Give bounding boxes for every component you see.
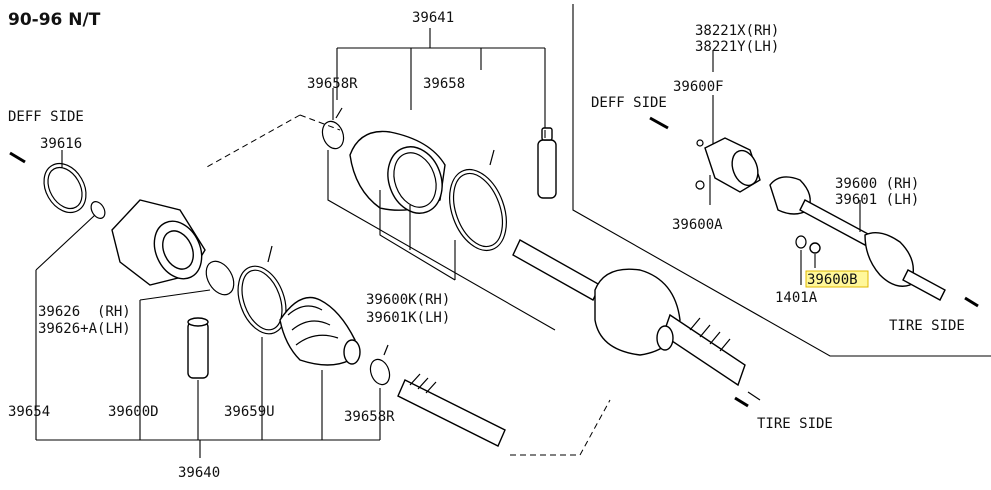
- washer-1401A: [795, 235, 807, 249]
- label-39641: 39641: [412, 10, 454, 26]
- label-39600-rh: 39600 (RH): [835, 176, 919, 192]
- label-39658-top: 39658: [423, 76, 465, 92]
- band-39658: [449, 149, 507, 252]
- label-39640: 39640: [178, 465, 220, 481]
- inset-boundary: [572, 4, 991, 357]
- label-39626-lh: 39626+A(LH): [38, 321, 131, 337]
- boot-upper: [349, 130, 446, 214]
- highlight-39600B: [805, 270, 869, 288]
- arrow-tire-mid-icon: [734, 396, 749, 408]
- label-39600D: 39600D: [108, 404, 159, 420]
- arrow-tire-right-icon: [964, 296, 979, 308]
- arrow-deff-right-icon: [649, 116, 669, 130]
- sleeve-39600D: [187, 317, 209, 379]
- shaft-lower: [397, 373, 506, 447]
- arrow-deff-left-icon: [9, 151, 26, 164]
- label-tire-side-mid: TIRE SIDE: [757, 416, 833, 432]
- label-1401A: 1401A: [775, 290, 818, 306]
- label-39601K-lh: 39601K(LH): [366, 310, 450, 326]
- label-39601-lh: 39601 (LH): [835, 192, 919, 208]
- boot-lower: [279, 296, 361, 366]
- label-38221X-rh: 38221X(RH): [695, 23, 779, 39]
- label-39600K-rh: 39600K(RH): [366, 292, 450, 308]
- drive-shaft-39600: [769, 176, 946, 301]
- grease-tube: [537, 127, 557, 199]
- leader-39641: [336, 47, 546, 130]
- circlip: [90, 201, 106, 219]
- snap-ring-39616: [43, 162, 87, 214]
- nut-39600B: [809, 242, 821, 254]
- axle-assembly-39600K: [512, 239, 746, 387]
- label-39659U: 39659U: [224, 404, 275, 420]
- label-39600F: 39600F: [673, 79, 724, 95]
- label-39616: 39616: [40, 136, 82, 152]
- label-deff-side-right: DEFF SIDE: [591, 95, 667, 111]
- clip-39658R-bottom: [369, 344, 391, 386]
- band-39659U: [237, 245, 287, 335]
- diagram-title: 90-96 N/T: [8, 10, 101, 30]
- label-39600A: 39600A: [672, 217, 723, 233]
- label-38221Y-lh: 38221Y(LH): [695, 39, 779, 55]
- label-39654: 39654: [8, 404, 50, 420]
- inner-joint-38221: [695, 137, 761, 193]
- label-39658R-bottom: 39658R: [344, 409, 395, 425]
- label-39658R-top: 39658R: [307, 76, 358, 92]
- joint-housing-39626: [111, 199, 206, 286]
- snap-ring: [205, 260, 235, 296]
- label-39600B: 39600B: [807, 272, 858, 288]
- label-39626-rh: 39626 (RH): [38, 304, 131, 320]
- clip-39658R-top: [321, 107, 345, 150]
- label-deff-side-left: DEFF SIDE: [8, 109, 84, 125]
- label-tire-side-right: TIRE SIDE: [889, 318, 965, 334]
